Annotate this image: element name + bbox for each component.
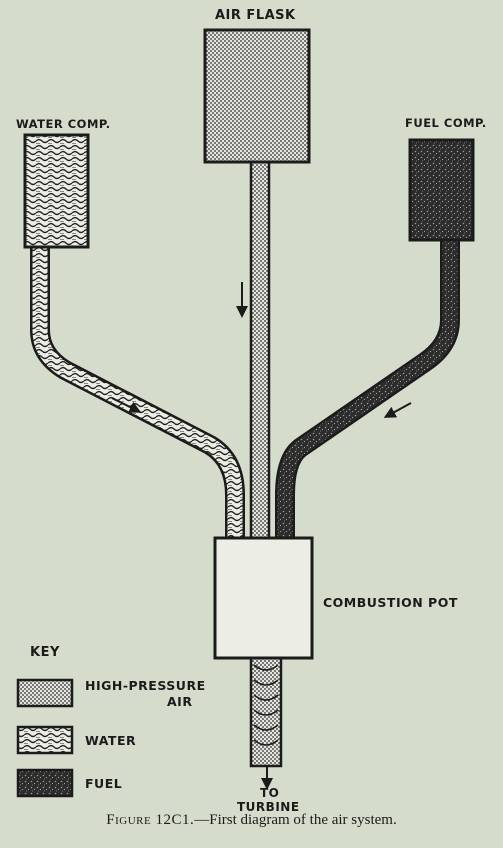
- key-title: KEY: [30, 645, 60, 660]
- to-turbine-label-turbine: TURBINE: [237, 800, 300, 814]
- fuel-pipe: [275, 238, 460, 540]
- key-label-air-line2: AIR: [167, 694, 193, 709]
- key-swatch-air: [16, 678, 74, 708]
- water-comp-box: [23, 133, 90, 249]
- key-swatch-water: [16, 725, 74, 755]
- air-pipe: [249, 158, 271, 544]
- air-flask-label: AIR FLASK: [215, 8, 296, 23]
- combustion-pot-label: COMBUSTION POT: [323, 595, 458, 610]
- key-label-fuel: FUEL: [85, 776, 123, 791]
- air-flask-box: [203, 28, 311, 164]
- key-label-water: WATER: [85, 733, 137, 748]
- combustion-pot-box: [213, 536, 314, 660]
- fuel-comp-box: [408, 138, 475, 242]
- key-swatch-fuel: [16, 768, 74, 798]
- fuel-comp-label: FUEL COMP.: [405, 116, 487, 130]
- fuel-flow-arrow: [383, 402, 412, 418]
- water-flow-arrow: [111, 397, 142, 413]
- key-label-air-line1: HIGH-PRESSURE: [85, 678, 206, 693]
- figure-caption-text: —First diagram of the air system.: [194, 812, 397, 828]
- water-comp-label: WATER COMP.: [16, 117, 111, 131]
- water-pipe: [30, 245, 245, 540]
- to-turbine-label-to: TO: [260, 786, 280, 800]
- figure-number: Figure 12C1.: [106, 812, 195, 828]
- figure-caption: Figure 12C1.—First diagram of the air sy…: [0, 812, 503, 829]
